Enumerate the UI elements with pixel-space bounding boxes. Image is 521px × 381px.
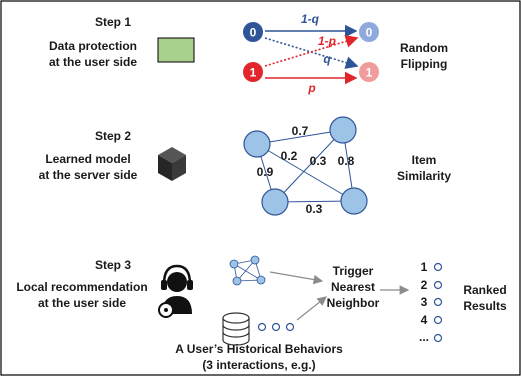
user-headphones-icon bbox=[158, 264, 193, 318]
step1-title: Step 1 bbox=[94, 15, 131, 29]
bit-zero-left: 0 bbox=[243, 22, 263, 42]
edge-weight-label: 0.2 bbox=[281, 149, 298, 163]
edge-weight-label: 0.9 bbox=[257, 165, 274, 179]
data-box-icon bbox=[157, 37, 195, 63]
ranked-results-line2: Results bbox=[463, 299, 507, 313]
item-node bbox=[261, 188, 289, 216]
step2-desc-line1: Learned model bbox=[45, 152, 131, 166]
random-flipping-line2: Flipping bbox=[400, 57, 448, 71]
rank-label: 1 bbox=[421, 260, 428, 274]
rank-label: 3 bbox=[421, 295, 428, 309]
ranked-results-line1: Ranked bbox=[463, 283, 507, 297]
small-graph-icon bbox=[229, 255, 266, 286]
random-flipping-line1: Random bbox=[400, 41, 448, 55]
step3-desc-line2: at the user side bbox=[37, 296, 127, 310]
step1-desc-line2: at the user side bbox=[48, 55, 138, 69]
arrow-one-flip bbox=[264, 35, 359, 67]
trigger-line2: Nearest bbox=[330, 280, 376, 294]
database-icon bbox=[222, 312, 250, 346]
edge-weight-label: 0.3 bbox=[310, 154, 327, 168]
ranked-item-dot bbox=[433, 280, 443, 290]
ranked-item-dot bbox=[433, 333, 443, 343]
label-p: p bbox=[307, 81, 315, 95]
arrow-history-to-trigger bbox=[296, 296, 327, 321]
bit-one-right: 1 bbox=[359, 62, 379, 82]
history-line2: (3 interactions, e.g.) bbox=[202, 358, 316, 372]
step3-title: Step 3 bbox=[94, 258, 131, 272]
trigger-line3: Neighbor bbox=[326, 296, 380, 310]
ranked-item-dot bbox=[433, 262, 443, 272]
step2-title: Step 2 bbox=[94, 129, 131, 143]
edge-weight-label: 0.8 bbox=[338, 154, 355, 168]
edge-weight-label: 0.3 bbox=[306, 202, 323, 216]
rank-label: 4 bbox=[421, 313, 428, 327]
label-1-minus-p: 1-p bbox=[318, 34, 336, 48]
ranked-item-dot bbox=[433, 297, 443, 307]
bit-zero-left-label: 0 bbox=[250, 26, 257, 40]
ranked-item-dot bbox=[433, 315, 443, 325]
trigger-line1: Trigger bbox=[332, 264, 374, 278]
interaction-dot bbox=[257, 322, 267, 332]
item-similarity-line2: Similarity bbox=[396, 169, 452, 183]
rank-label: 2 bbox=[421, 278, 428, 292]
item-similarity-line1: Item bbox=[411, 153, 437, 167]
item-node bbox=[329, 116, 357, 144]
bit-zero-right-label: 0 bbox=[366, 26, 373, 40]
history-line1: A User’s Historical Behaviors bbox=[175, 342, 343, 356]
label-q: q bbox=[323, 52, 331, 66]
step2-desc-line2: at the server side bbox=[38, 168, 138, 182]
model-cube-icon bbox=[158, 147, 186, 181]
step1-desc-line1: Data protection bbox=[48, 39, 137, 53]
rank-label: ... bbox=[419, 330, 429, 344]
bit-zero-right: 0 bbox=[359, 22, 379, 42]
interaction-dot bbox=[285, 322, 295, 332]
bit-one-right-label: 1 bbox=[366, 66, 373, 80]
bit-one-left-label: 1 bbox=[250, 66, 257, 80]
label-1-minus-q: 1-q bbox=[301, 12, 320, 26]
edge-weight-label: 0.7 bbox=[292, 124, 309, 138]
bit-one-left: 1 bbox=[243, 62, 263, 82]
item-node bbox=[340, 187, 368, 215]
arrow-graph-to-trigger bbox=[269, 271, 324, 285]
item-node bbox=[243, 130, 271, 158]
step3-desc-line1: Local recommendation bbox=[16, 280, 148, 294]
interaction-dot bbox=[271, 322, 281, 332]
